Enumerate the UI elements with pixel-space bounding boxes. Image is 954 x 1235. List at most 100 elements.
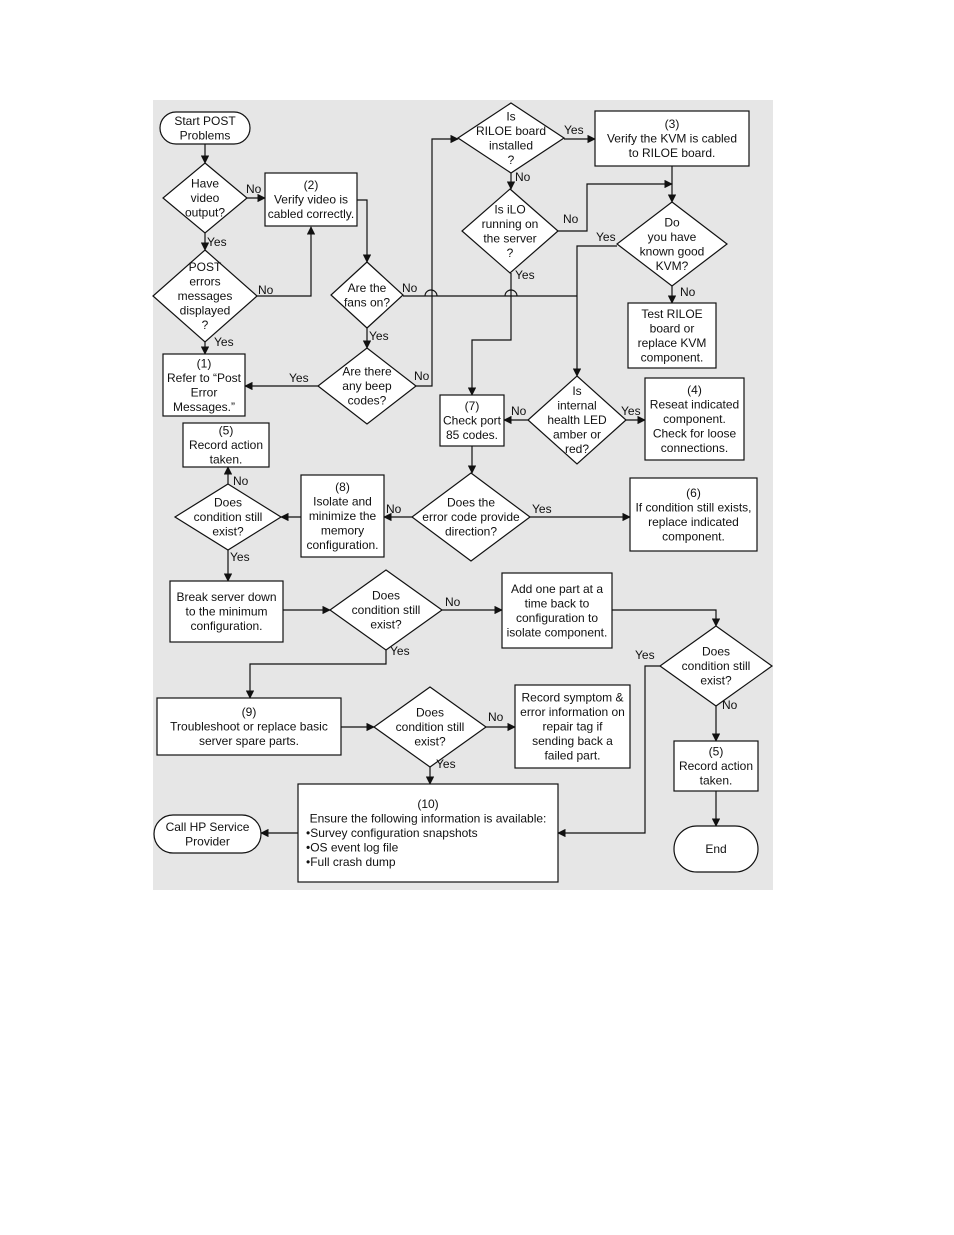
node-text-line: memory bbox=[321, 524, 364, 538]
edge-label-yes: Yes bbox=[390, 644, 410, 658]
node-text-line: failed part. bbox=[544, 749, 600, 763]
node-text-line: Have bbox=[191, 177, 219, 191]
node-text-line: Error bbox=[191, 385, 218, 399]
node-text-line: condition still bbox=[682, 659, 751, 673]
node-text-line: Does bbox=[702, 645, 730, 659]
connector-line bbox=[257, 226, 316, 297]
node-text-line: component. bbox=[662, 529, 725, 543]
node-text-line: (9) bbox=[242, 705, 257, 719]
node-text-line: Record action bbox=[679, 759, 753, 773]
node-text-line: ? bbox=[507, 246, 514, 260]
edge-label-no: No bbox=[515, 170, 531, 184]
node-text-line: (3) bbox=[665, 117, 680, 131]
node-text-line: Is bbox=[572, 384, 581, 398]
node-text-line: (7) bbox=[465, 399, 480, 413]
edge-label-yes: Yes bbox=[369, 329, 389, 343]
node-text-line: component. bbox=[663, 412, 726, 426]
node-text-line: Check port bbox=[443, 414, 502, 428]
node-text-line: If condition still exists, bbox=[635, 500, 751, 514]
node-text-line: Break server down bbox=[176, 590, 276, 604]
flowchart-nodes: Start POSTProblemsHavevideooutput?(2)Ver… bbox=[152, 102, 774, 883]
decision-diamond bbox=[162, 162, 248, 234]
node-text-line: configuration. bbox=[190, 619, 262, 633]
process-box bbox=[439, 394, 505, 447]
node-text-line: 85 codes. bbox=[446, 428, 498, 442]
node-text-line: error information on bbox=[520, 705, 625, 719]
node-text-line: Is iLO bbox=[494, 202, 525, 216]
process-box bbox=[644, 377, 745, 461]
edge-label-yes: Yes bbox=[214, 335, 234, 349]
decision-diamond bbox=[372, 686, 488, 768]
node-text-line: RILOE board bbox=[476, 124, 546, 138]
node-text-line: (5) bbox=[709, 745, 724, 759]
node-text-line: Record symptom & bbox=[521, 691, 623, 705]
terminator-shape bbox=[159, 111, 251, 145]
node-text-line: to RILOE board. bbox=[629, 146, 716, 160]
process-box bbox=[514, 684, 631, 769]
node-text-line: replace KVM bbox=[638, 336, 707, 350]
node-text-line: exist? bbox=[370, 618, 402, 632]
node-text-line: server spare parts. bbox=[199, 734, 299, 748]
node-text-line: time back to bbox=[525, 596, 590, 610]
node-text-line: •Survey configuration snapshots bbox=[306, 826, 478, 840]
node-text-line: (1) bbox=[197, 356, 212, 370]
node-text-line: replace indicated bbox=[648, 515, 739, 529]
node-text-line: condition still bbox=[396, 720, 465, 734]
edge-label-no: No bbox=[386, 502, 402, 516]
node-text-line: •OS event log file bbox=[306, 841, 399, 855]
edge-label-no: No bbox=[445, 595, 461, 609]
node-text-line: video bbox=[191, 191, 220, 205]
node-text-line: Add one part at a bbox=[511, 582, 603, 596]
node-text-line: Problems bbox=[180, 128, 231, 142]
edge-label-no: No bbox=[258, 283, 274, 297]
node-text-line: configuration to bbox=[516, 611, 598, 625]
connector-line bbox=[467, 273, 512, 396]
process-box bbox=[300, 474, 385, 558]
process-box bbox=[594, 110, 750, 167]
process-box bbox=[673, 740, 759, 792]
node-text-line: Troubleshoot or replace basic bbox=[170, 720, 328, 734]
node-replace6: (6)If condition still exists,replace ind… bbox=[629, 477, 758, 552]
node-text-line: Verify the KVM is cabled bbox=[607, 132, 737, 146]
node-text-line: sending back a bbox=[532, 734, 613, 748]
node-text-line: (5) bbox=[219, 424, 234, 438]
node-text-line: ? bbox=[202, 318, 209, 332]
edge-label-yes: Yes bbox=[289, 371, 309, 385]
node-text-line: messages bbox=[178, 289, 233, 303]
node-text-line: Are there bbox=[342, 365, 392, 379]
node-record-symptom: Record symptom &error information onrepa… bbox=[514, 684, 631, 769]
connector-line bbox=[245, 650, 387, 699]
node-text-line: (4) bbox=[687, 383, 702, 397]
node-text-line: Is bbox=[506, 109, 515, 123]
edge-label-yes: Yes bbox=[207, 235, 227, 249]
node-text-line: exist? bbox=[700, 674, 732, 688]
connector-line bbox=[558, 179, 673, 232]
node-text-line: exist? bbox=[212, 525, 244, 539]
node-text-line: condition still bbox=[194, 510, 263, 524]
node-text-line: Are the bbox=[348, 281, 387, 295]
node-text-line: any beep bbox=[342, 379, 392, 393]
node-text-line: Isolate and bbox=[313, 495, 372, 509]
connector-line bbox=[557, 665, 660, 838]
node-text-line: to the minimum bbox=[185, 605, 267, 619]
edge-label-yes: Yes bbox=[436, 757, 456, 771]
node-text-line: End bbox=[705, 842, 726, 856]
decision-diamond bbox=[330, 261, 404, 329]
edge-label-yes: Yes bbox=[635, 648, 655, 662]
node-text-line: isolate component. bbox=[507, 625, 608, 639]
node-text-line: displayed bbox=[180, 304, 231, 318]
connector-line bbox=[416, 134, 459, 387]
node-text-line: Check for loose bbox=[653, 427, 737, 441]
